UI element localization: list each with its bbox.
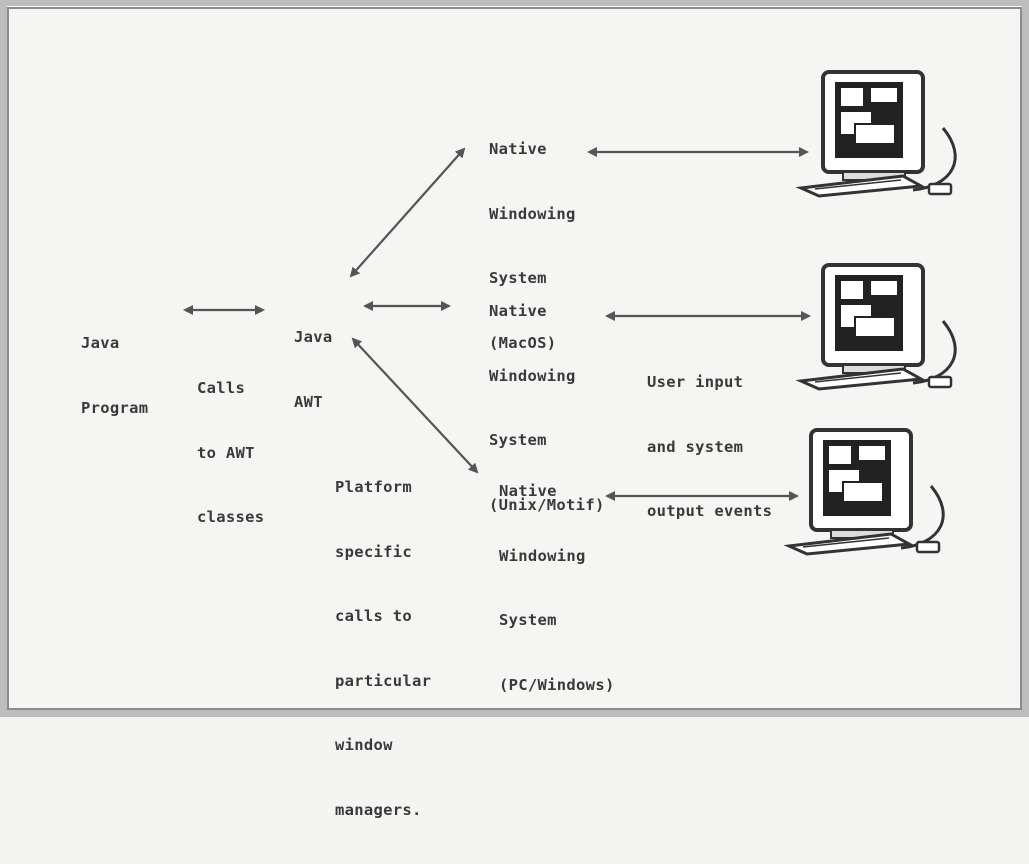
java-program-label: Java Program (81, 290, 148, 462)
native-macos-line-2: Windowing (489, 204, 576, 226)
platform-note-line-6: managers. (335, 800, 431, 822)
computer-unix-icon (793, 261, 963, 391)
java-awt-label: Java AWT (294, 284, 333, 456)
native-windows-label: Native Windowing System (PC/Windows) (499, 438, 615, 739)
java-program-line-1: Java (81, 333, 148, 355)
native-windows-line-1: Native (499, 481, 615, 503)
native-windows-line-2: Windowing (499, 546, 615, 568)
computer-macos-icon (793, 68, 963, 198)
events-note: User input and system output events (647, 329, 772, 566)
native-unix-line-2: Windowing (489, 366, 605, 388)
platform-note-line-1: Platform (335, 477, 431, 499)
calls-note-line-2: to AWT (197, 443, 264, 465)
platform-note-line-3: calls to (335, 606, 431, 628)
java-awt-line-2: AWT (294, 392, 333, 414)
platform-note-line-5: window (335, 735, 431, 757)
native-windows-line-4: (PC/Windows) (499, 675, 615, 697)
events-note-line-3: output events (647, 501, 772, 523)
platform-note: Platform specific calls to particular wi… (335, 434, 431, 864)
calls-note-line-1: Calls (197, 378, 264, 400)
native-windows-line-3: System (499, 610, 615, 632)
computer-windows-icon (781, 426, 951, 556)
calls-note: Calls to AWT classes (197, 335, 264, 572)
events-note-line-1: User input (647, 372, 772, 394)
arrow-awt-macos (351, 149, 464, 276)
platform-note-line-4: particular (335, 671, 431, 693)
diagram-frame: Java Program Calls to AWT classes Java A… (0, 0, 1029, 717)
native-unix-line-1: Native (489, 301, 605, 323)
events-note-line-2: and system (647, 437, 772, 459)
java-program-line-2: Program (81, 398, 148, 420)
calls-note-line-3: classes (197, 507, 264, 529)
platform-note-line-2: specific (335, 542, 431, 564)
native-macos-line-1: Native (489, 139, 576, 161)
java-awt-line-1: Java (294, 327, 333, 349)
